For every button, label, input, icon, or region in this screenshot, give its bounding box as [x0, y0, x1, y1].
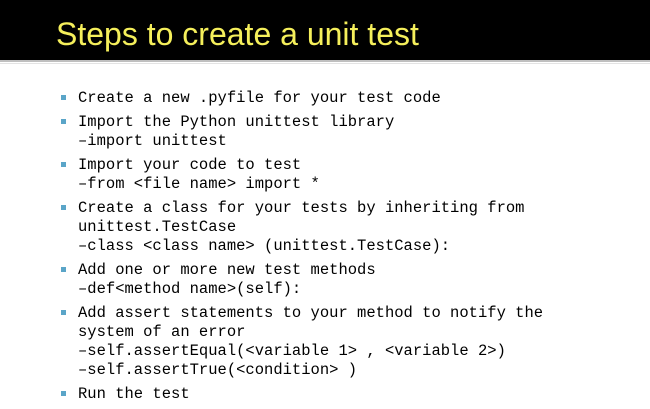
title-bar: Steps to create a unit test	[0, 0, 650, 60]
bullet-text: Import the Python unittest library	[78, 113, 395, 131]
bullet-text: Import your code to test	[78, 156, 302, 174]
slide-title: Steps to create a unit test	[56, 16, 419, 52]
bullet-text: Add assert statements to your method to …	[78, 304, 544, 322]
bullet-text-continued: system of an error	[78, 323, 246, 341]
bullet-item: Add assert statements to your method to …	[0, 304, 650, 380]
bullet-item: Create a new .pyfile for your test code	[0, 89, 650, 108]
bullet-code-line: –class <class name> (unittest.TestCase):	[78, 237, 451, 255]
bullet-square-icon	[61, 391, 66, 396]
bullet-item: Import your code to test –from <file nam…	[0, 156, 650, 194]
bullet-text: Create a new .pyfile for your test code	[78, 89, 441, 107]
bullet-code-line: –self.assertEqual(<variable 1> , <variab…	[78, 342, 506, 360]
bullet-square-icon	[61, 119, 66, 124]
bullet-square-icon	[61, 95, 66, 100]
bullet-text-continued: unittest.TestCase	[78, 218, 237, 236]
bullet-code-line: –from <file name> import *	[78, 175, 320, 193]
bullet-text: Create a class for your tests by inherit…	[78, 199, 525, 217]
bullet-square-icon	[61, 205, 66, 210]
bullet-code-line: –import unittest	[78, 132, 227, 150]
bullet-item: Run the test	[0, 385, 650, 404]
bullet-square-icon	[61, 162, 66, 167]
bullet-text: Run the test	[78, 385, 190, 403]
bullet-code-line: –self.assertTrue(<condition> )	[78, 361, 358, 379]
bullet-square-icon	[61, 310, 66, 315]
bullet-item: Create a class for your tests by inherit…	[0, 199, 650, 256]
bullet-text: Add one or more new test methods	[78, 261, 376, 279]
bullet-square-icon	[61, 267, 66, 272]
title-divider	[0, 60, 650, 62]
bullet-item: Add one or more new test methods –def<me…	[0, 261, 650, 299]
title-divider-secondary	[0, 63, 650, 64]
bullet-code-line: –def<method name>(self):	[78, 280, 302, 298]
bullet-list: Create a new .pyfile for your test code …	[0, 89, 650, 409]
bullet-item: Import the Python unittest library –impo…	[0, 113, 650, 151]
